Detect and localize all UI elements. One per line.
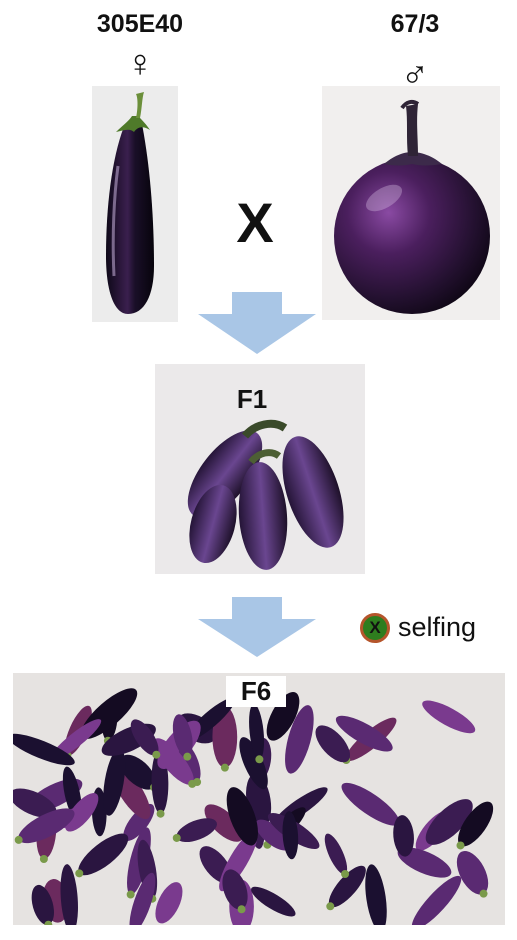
f6-eggplant [450,846,494,900]
f6-eggplant-calyx [326,902,334,910]
f1-label: F1 [222,384,282,415]
round-eggplant-image [322,86,500,320]
f6-eggplant-calyx [188,780,196,788]
f6-eggplant-calyx [75,869,83,877]
f6-eggplant [418,695,479,739]
selfing-legend: X selfing [360,612,476,643]
f6-eggplant-calyx [456,841,464,849]
f6-eggplant-calyx [221,764,229,772]
male-parent-name: 67/3 [365,10,465,39]
f6-eggplant [336,776,404,832]
female-parent-photo [92,86,178,322]
f6-eggplant-calyx [183,753,191,761]
f6-eggplant [406,870,467,925]
female-symbol: ♀ [110,45,170,83]
f6-eggplant-calyx [255,755,263,763]
cross-arrow [198,292,316,354]
f6-eggplant-calyx [238,905,246,913]
f6-eggplant-calyx [480,890,488,898]
selfing-legend-text: selfing [398,612,476,643]
long-eggplant-image [92,86,178,322]
f6-eggplant-calyx [157,810,165,818]
f6-eggplant-calyx [173,834,181,842]
f6-eggplant-calyx [341,870,349,878]
f6-eggplant [362,863,391,925]
f6-eggplant [320,831,351,877]
f6-eggplant [247,882,299,922]
male-parent-photo [322,86,500,320]
f6-label: F6 [226,676,286,707]
f6-photo [13,673,505,925]
f6-eggplant-calyx [152,751,160,759]
f6-eggplant-calyx [40,855,48,863]
f6-eggplant-calyx [15,836,23,844]
selfing-arrow [198,597,316,657]
female-parent-name: 305E40 [80,10,200,39]
cross-symbol: X [225,190,285,255]
f6-eggplant-calyx [127,890,135,898]
f6-eggplant-pile-image [13,673,505,925]
selfing-icon: X [360,613,390,643]
